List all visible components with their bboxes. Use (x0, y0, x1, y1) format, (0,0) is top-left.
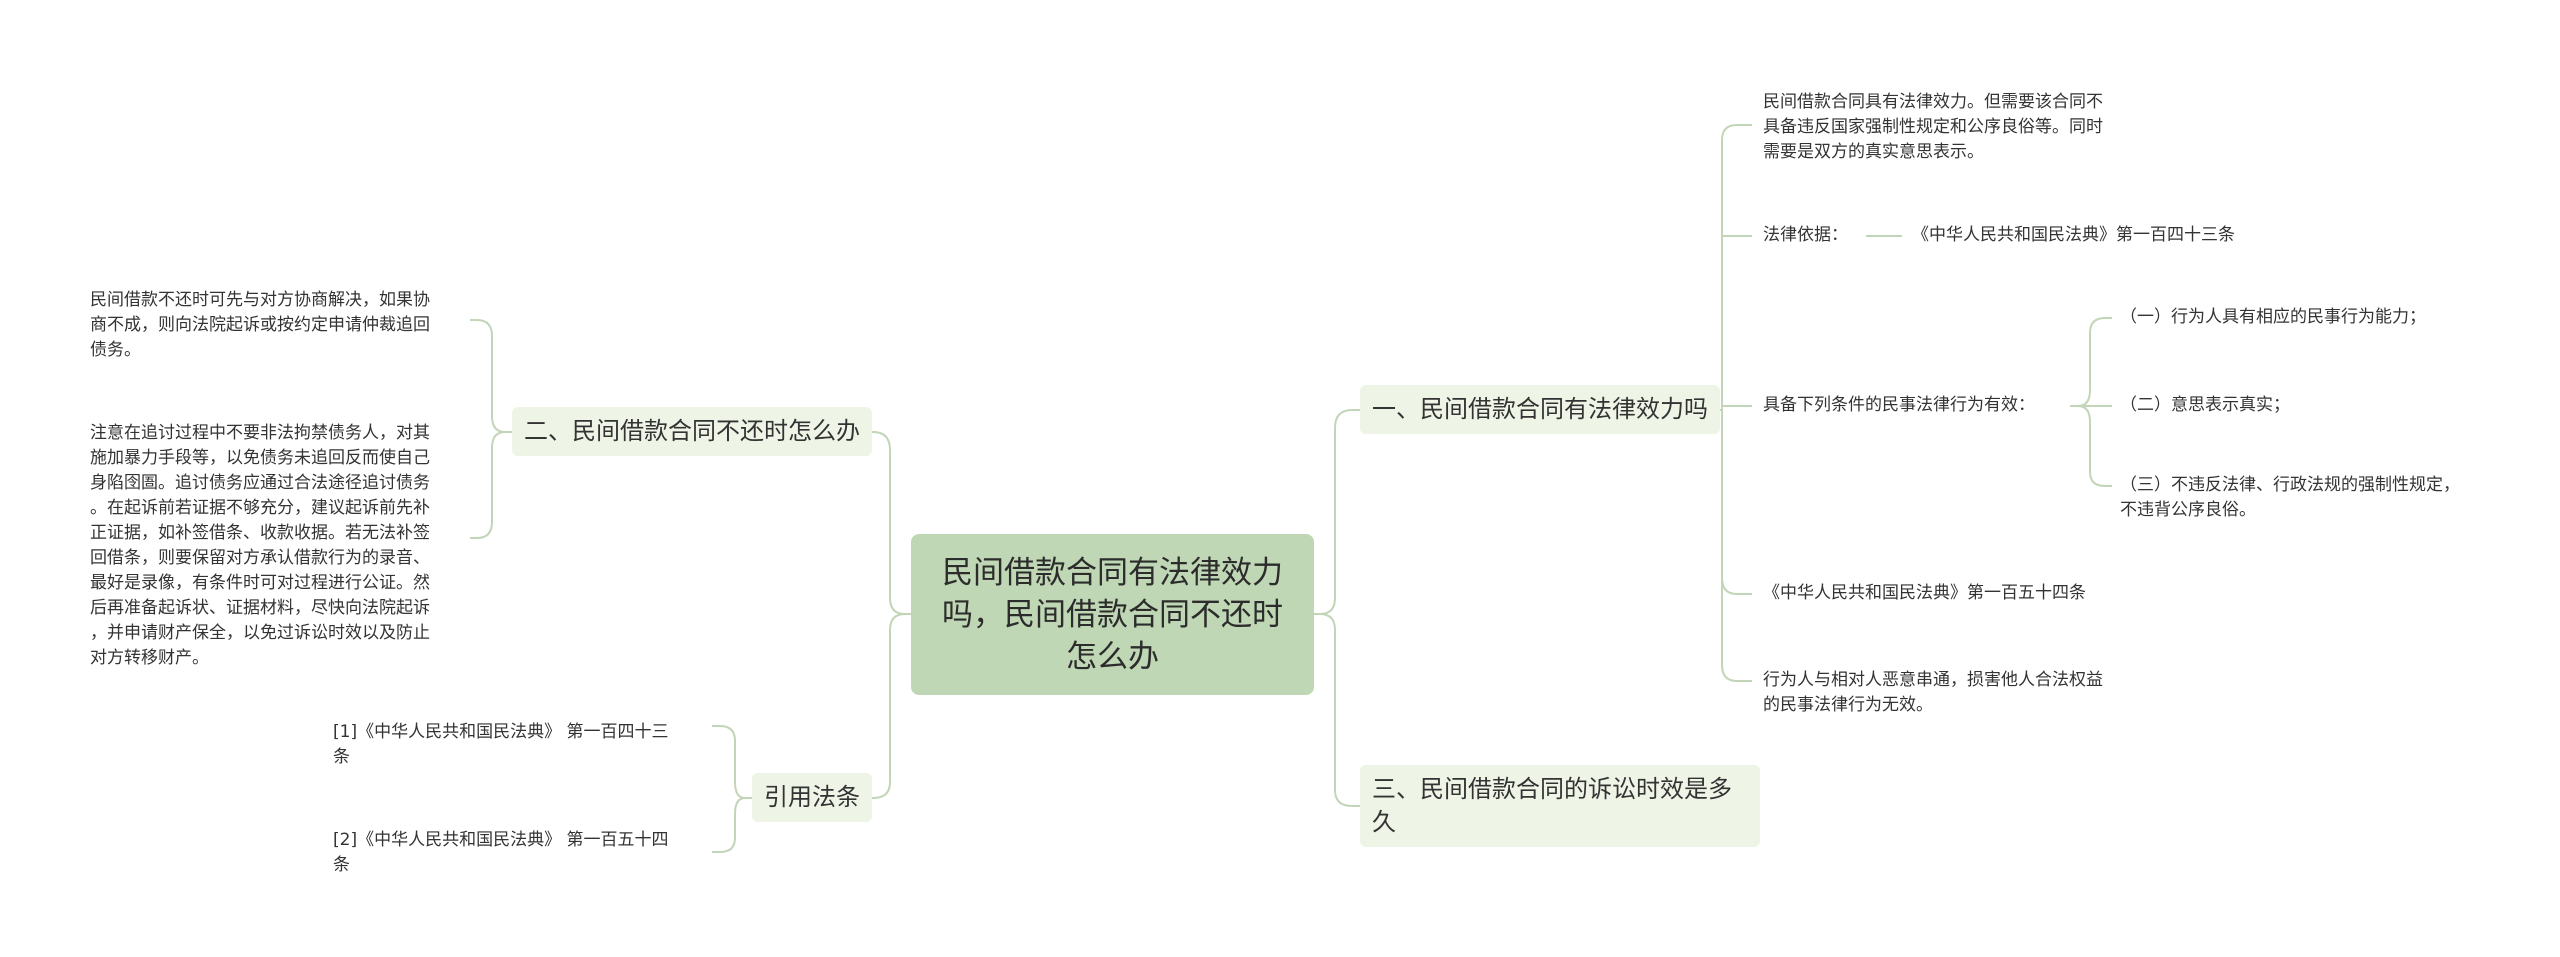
leaf-legal-basis-value[interactable]: 《中华人民共和国民法典》第一百四十三条 (1912, 225, 2235, 245)
condition-item[interactable]: （一）行为人具有相应的民事行为能力； (2120, 307, 2426, 327)
leaf-article-154[interactable]: 《中华人民共和国民法典》第一百五十四条 (1763, 583, 2086, 603)
link-b2-leaves (470, 319, 512, 433)
cited-article-ref[interactable]: [2]《中华人民共和国民法典》 第一百五十四 条 (333, 830, 669, 875)
leaf-collection-cautions[interactable]: 注意在追讨过程中不要非法拘禁债务人，对其 施加暴力手段等，以免债务未追回反而使自… (90, 423, 430, 668)
leaf-malicious-collusion[interactable]: 行为人与相对人恶意串通，损害他人合法权益 的民事法律行为无效。 (1763, 670, 2103, 715)
link-root-b3 (1314, 613, 1360, 807)
cited-article-ref[interactable]: [1]《中华人民共和国民法典》 第一百四十三 条 (333, 722, 669, 767)
link-cite-refs (712, 725, 752, 799)
leaf-valid-conditions[interactable]: 具备下列条件的民事法律行为有效： (1763, 395, 2035, 415)
branch-non-repayment[interactable]: 二、民间借款合同不还时怎么办 (512, 407, 872, 456)
link-conditions (2070, 317, 2112, 407)
condition-item[interactable]: （三）不违反法律、行政法规的强制性规定， 不违背公序良俗。 (2120, 475, 2460, 520)
root-topic[interactable]: 民间借款合同有法律效力吗，民间借款合同不还时怎么办 (911, 534, 1314, 695)
link-root-cite (865, 613, 911, 799)
leaf-validity-summary[interactable]: 民间借款合同具有法律效力。但需要该合同不 具备违反国家强制性规定和公序良俗等。同… (1763, 92, 2103, 162)
branch-cited-articles[interactable]: 引用法条 (752, 773, 872, 822)
leaf-negotiate-or-sue[interactable]: 民间借款不还时可先与对方协商解决，如果协 商不成，则向法院起诉或按约定申请仲裁追… (90, 290, 430, 360)
condition-item[interactable]: （二）意思表示真实； (2120, 395, 2290, 415)
leaf-legal-basis-label[interactable]: 法律依据： (1763, 225, 1848, 245)
branch-limitation-period[interactable]: 三、民间借款合同的诉讼时效是多 久 (1360, 765, 1760, 847)
branch-legal-validity[interactable]: 一、民间借款合同有法律效力吗 (1360, 385, 1720, 434)
link-root-b2 (865, 431, 911, 615)
link-root-b1 (1314, 409, 1360, 615)
